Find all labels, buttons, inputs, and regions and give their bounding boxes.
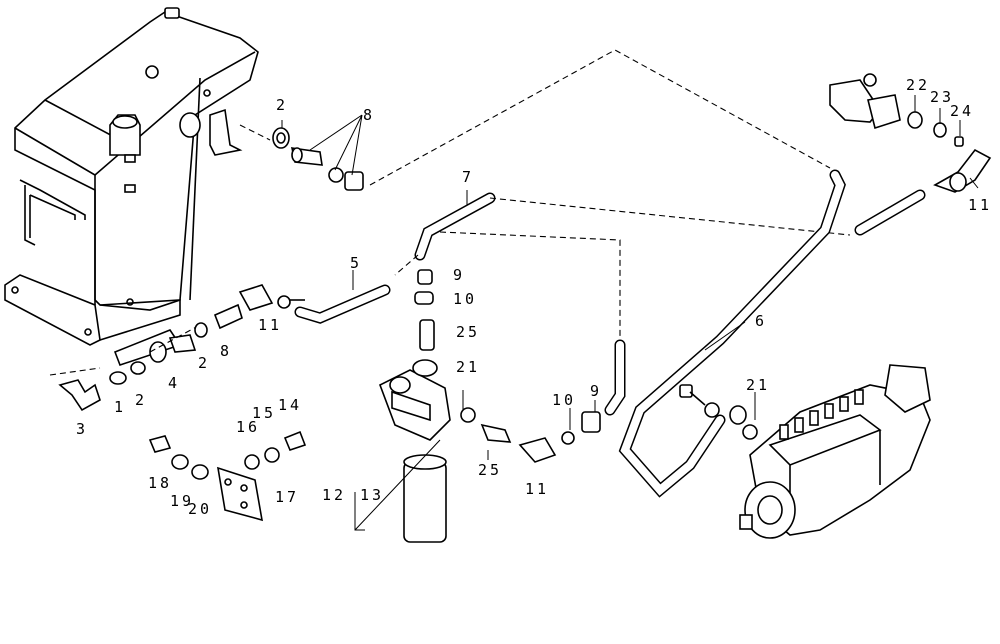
callout-1: 1 xyxy=(114,398,126,416)
callout-13: 13 xyxy=(360,486,384,504)
callout-9-bottom: 9 xyxy=(590,382,602,400)
fuel-line-6 xyxy=(618,169,926,498)
fuel-filter xyxy=(354,269,626,543)
callout-7: 7 xyxy=(462,168,474,186)
callout-20: 20 xyxy=(188,500,212,518)
callout-8-top: 8 xyxy=(363,106,375,124)
callout-4: 4 xyxy=(168,374,180,392)
filter-mounting-hardware xyxy=(148,430,307,522)
tank-outlet-fittings xyxy=(272,114,364,191)
callout-8-mid: 8 xyxy=(220,342,232,360)
callout-2-left: 2 xyxy=(135,391,147,409)
callout-25-bottom: 25 xyxy=(478,461,502,479)
drain-valve-fittings xyxy=(49,324,201,412)
fuel-line-7 xyxy=(394,192,851,340)
callout-2-mid: 2 xyxy=(198,354,210,372)
callout-labels: 2 8 7 22 23 24 11 5 9 10 25 21 6 21 11 1… xyxy=(76,76,992,518)
injection-pump-inlet-fittings xyxy=(829,73,992,193)
callout-12: 12 xyxy=(322,486,346,504)
callout-19: 19 xyxy=(170,492,194,510)
callout-25-top: 25 xyxy=(456,323,480,341)
callout-11-right: 11 xyxy=(968,196,992,214)
callout-3: 3 xyxy=(76,420,88,438)
callout-5: 5 xyxy=(350,254,362,272)
fuel-line-5 xyxy=(194,284,391,338)
callout-6: 6 xyxy=(755,312,767,330)
callout-11-left: 11 xyxy=(258,316,282,334)
injection-pump xyxy=(679,364,931,539)
callout-22: 22 xyxy=(906,76,930,94)
callout-2-top: 2 xyxy=(276,96,288,114)
callout-14: 14 xyxy=(278,396,302,414)
leader-lines xyxy=(281,95,979,460)
callout-15: 15 xyxy=(252,404,276,422)
callout-9-top: 9 xyxy=(453,266,465,284)
callout-18: 18 xyxy=(148,474,172,492)
fuel-tank xyxy=(4,7,259,346)
callout-23: 23 xyxy=(930,88,954,106)
callout-10-bottom: 10 xyxy=(552,391,576,409)
callout-21-right: 21 xyxy=(746,376,770,394)
callout-11-bottom: 11 xyxy=(525,480,549,498)
callout-24: 24 xyxy=(950,102,974,120)
callout-16: 16 xyxy=(236,418,260,436)
callout-21-left: 21 xyxy=(456,358,480,376)
callout-17: 17 xyxy=(275,488,299,506)
callout-10-top: 10 xyxy=(453,290,477,308)
